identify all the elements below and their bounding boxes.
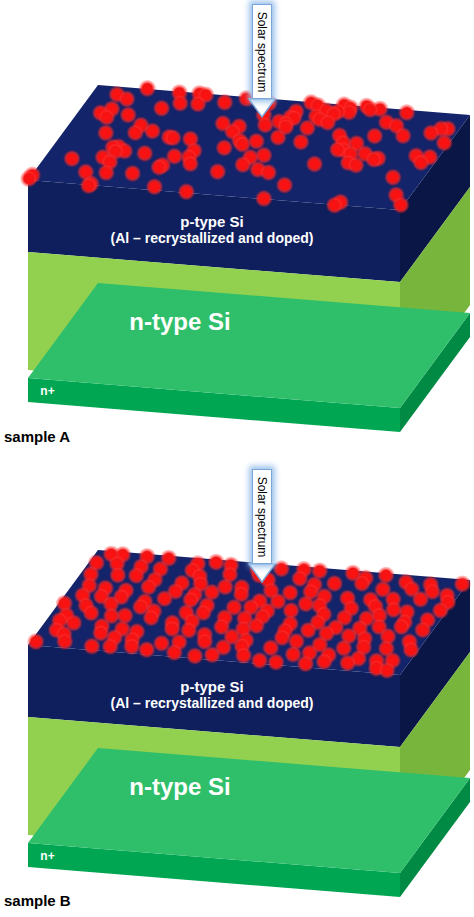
red-dot xyxy=(259,163,277,181)
red-dot xyxy=(150,158,168,176)
p-layer: p-type Si(Al – recrystallized and doped) xyxy=(108,213,316,246)
red-dot xyxy=(63,150,81,168)
layer-label: n+ xyxy=(38,849,57,863)
red-dot xyxy=(315,653,333,671)
arrow-head xyxy=(249,564,275,582)
nplus-layer: n+ xyxy=(38,849,57,863)
red-dot xyxy=(142,609,160,627)
red-dot xyxy=(276,176,294,194)
red-dot xyxy=(143,122,161,140)
red-dot xyxy=(402,641,420,659)
red-dot xyxy=(203,646,221,664)
red-dot xyxy=(27,633,45,651)
red-dot xyxy=(255,190,273,208)
red-dot xyxy=(216,93,234,111)
red-dot xyxy=(101,637,119,655)
red-dot xyxy=(215,139,233,157)
red-dot xyxy=(412,590,430,608)
red-dot xyxy=(378,661,396,679)
nplus-layer: n+ xyxy=(38,384,57,398)
red-dot xyxy=(412,153,430,171)
red-dot xyxy=(181,155,199,173)
solar-arrow: Solar spectrum xyxy=(252,469,272,564)
red-dot xyxy=(339,654,357,672)
red-dot xyxy=(20,170,38,188)
red-dot xyxy=(361,101,379,119)
red-dot xyxy=(189,95,207,113)
red-dot xyxy=(138,80,156,98)
red-dot xyxy=(177,183,195,201)
layer-top xyxy=(28,748,470,873)
red-dot xyxy=(392,196,410,214)
red-dot xyxy=(145,178,163,196)
red-dot xyxy=(109,566,127,584)
red-dot xyxy=(384,168,402,186)
red-dot xyxy=(365,150,383,168)
red-dot xyxy=(124,164,142,182)
red-dot xyxy=(165,643,183,661)
red-dot xyxy=(186,647,204,665)
layer-label: p-type Si xyxy=(108,213,316,230)
red-dot xyxy=(394,127,412,145)
red-dot xyxy=(209,163,227,181)
red-dot xyxy=(435,134,453,152)
red-dot xyxy=(171,94,189,112)
red-dot xyxy=(251,651,269,669)
layer-label: n-type Si xyxy=(127,308,233,336)
arrow-label: Solar spectrum xyxy=(255,11,269,92)
red-dot xyxy=(164,129,182,147)
solar-cell-slab xyxy=(27,545,471,897)
red-dot xyxy=(453,575,471,593)
solar-arrow: Solar spectrum xyxy=(252,4,272,99)
layer-top xyxy=(28,283,470,408)
red-dot xyxy=(80,177,98,195)
arrow-label: Solar spectrum xyxy=(255,476,269,557)
layer-label: (Al – recrystallized and doped) xyxy=(108,695,316,711)
n-layer: n-type Si xyxy=(127,773,233,801)
red-dot xyxy=(83,637,101,655)
red-dot xyxy=(353,574,371,592)
layer-label: n+ xyxy=(38,384,57,398)
red-dot xyxy=(366,127,384,145)
red-dot xyxy=(136,144,154,162)
n-layer: n-type Si xyxy=(127,308,233,336)
red-dot xyxy=(306,155,324,173)
sample-label: sample B xyxy=(4,892,71,909)
red-dot xyxy=(153,99,171,117)
layer-label: (Al – recrystallized and doped) xyxy=(108,230,316,246)
red-dot xyxy=(326,196,344,214)
layer-label: n-type Si xyxy=(127,773,233,801)
layer-label: p-type Si xyxy=(108,678,316,695)
red-dot xyxy=(235,646,253,664)
p-layer: p-type Si(Al – recrystallized and doped) xyxy=(108,678,316,711)
red-dot xyxy=(118,90,136,108)
red-dot xyxy=(97,164,115,182)
red-dot xyxy=(126,124,144,142)
solar-cell-slab xyxy=(20,80,470,432)
red-dot xyxy=(292,133,310,151)
top-face xyxy=(28,550,470,675)
red-dot xyxy=(123,637,141,655)
top-face xyxy=(28,85,470,210)
sample-label: sample A xyxy=(4,428,70,445)
red-dot xyxy=(138,641,156,659)
red-dot xyxy=(98,108,116,126)
red-dot xyxy=(347,156,365,174)
arrow-head xyxy=(249,99,275,117)
red-dot xyxy=(269,128,287,146)
red-dot xyxy=(267,653,285,671)
red-dot xyxy=(56,632,74,650)
red-dot xyxy=(297,655,315,673)
